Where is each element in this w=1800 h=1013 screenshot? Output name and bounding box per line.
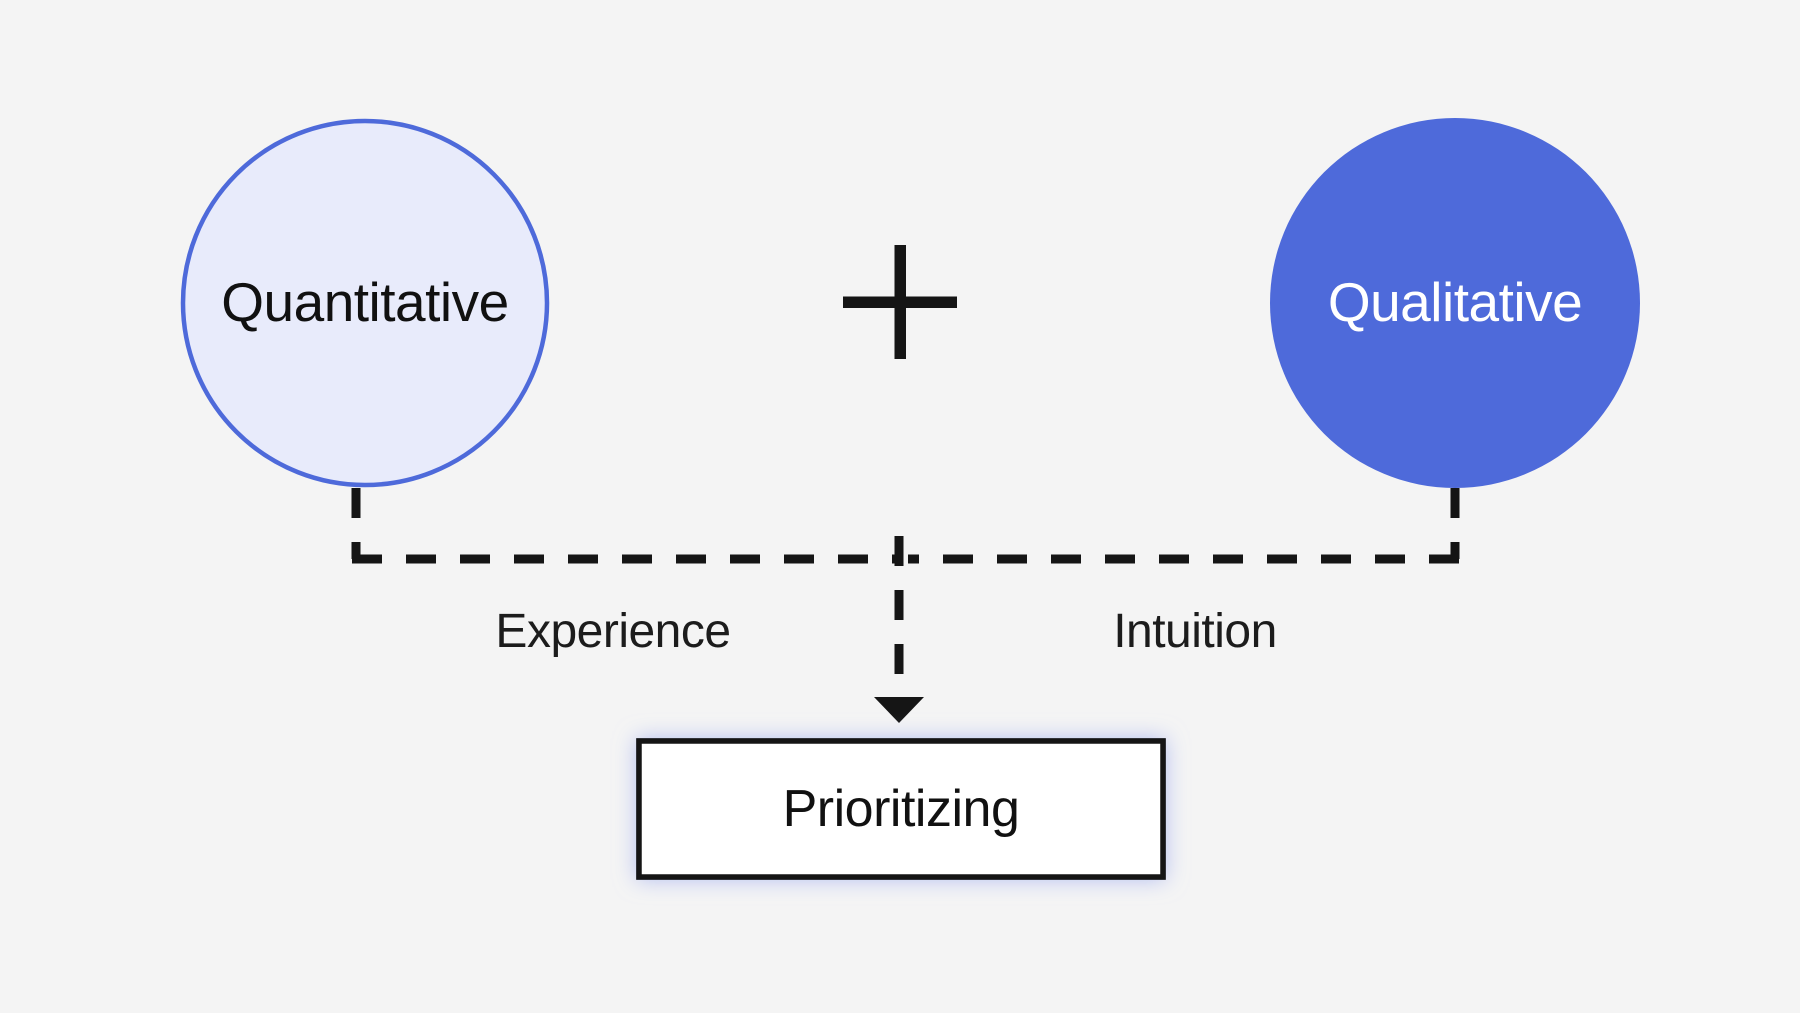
node-quantitative-circle[interactable] [180, 118, 550, 488]
arrowhead-icon [874, 697, 924, 723]
node-qualitative-circle[interactable] [1270, 118, 1640, 488]
plus-icon [843, 245, 957, 359]
node-prioritizing-box-frame [636, 738, 1166, 880]
